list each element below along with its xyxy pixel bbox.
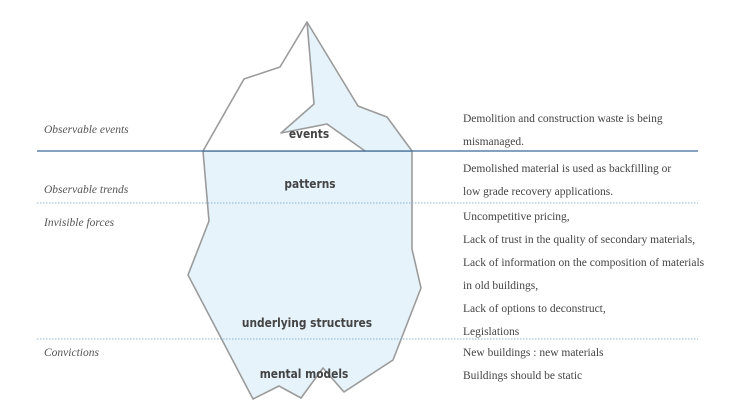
description-line: low grade recovery applications. [463,186,614,198]
description-line: in old buildings, [463,280,539,292]
layer-label-underlying-structures: underlying structures [241,315,373,330]
label-convictions: Convictions [44,347,99,359]
description-patterns: Demolished material is used as backfilli… [463,158,671,204]
label-observable-events: Observable events [44,124,129,136]
description-events: Demolition and construction waste is bei… [463,108,663,154]
layer-label-patterns: patterns [284,176,336,191]
description-line: mismanaged. [463,136,524,148]
iceberg-tip-white [203,22,365,151]
description-mental-models: New buildings : new materials Buildings … [463,342,604,388]
description-line: Lack of options to deconstruct, [463,303,606,315]
description-line: New buildings : new materials [463,347,604,359]
label-invisible-forces: Invisible forces [44,217,115,229]
description-line: Lack of trust in the quality of secondar… [463,234,696,246]
iceberg-submerged-body [187,150,422,400]
description-line: Buildings should be static [463,370,583,382]
layer-label-mental-models: mental models [259,366,349,381]
label-observable-trends: Observable trends [44,184,129,196]
description-line: Demolished material is used as backfilli… [463,163,672,175]
description-line: Legislations [463,326,520,338]
description-line: Lack of information on the composition o… [463,257,705,269]
iceberg-fold-outline [280,21,366,152]
iceberg-tip-shaded [281,22,412,151]
description-line: Demolition and construction waste is bei… [463,113,663,125]
layer-label-events: events [288,126,330,141]
description-underlying-structures: Uncompetitive pricing, Lack of trust in … [463,206,704,344]
description-line: Uncompetitive pricing, [463,211,570,223]
